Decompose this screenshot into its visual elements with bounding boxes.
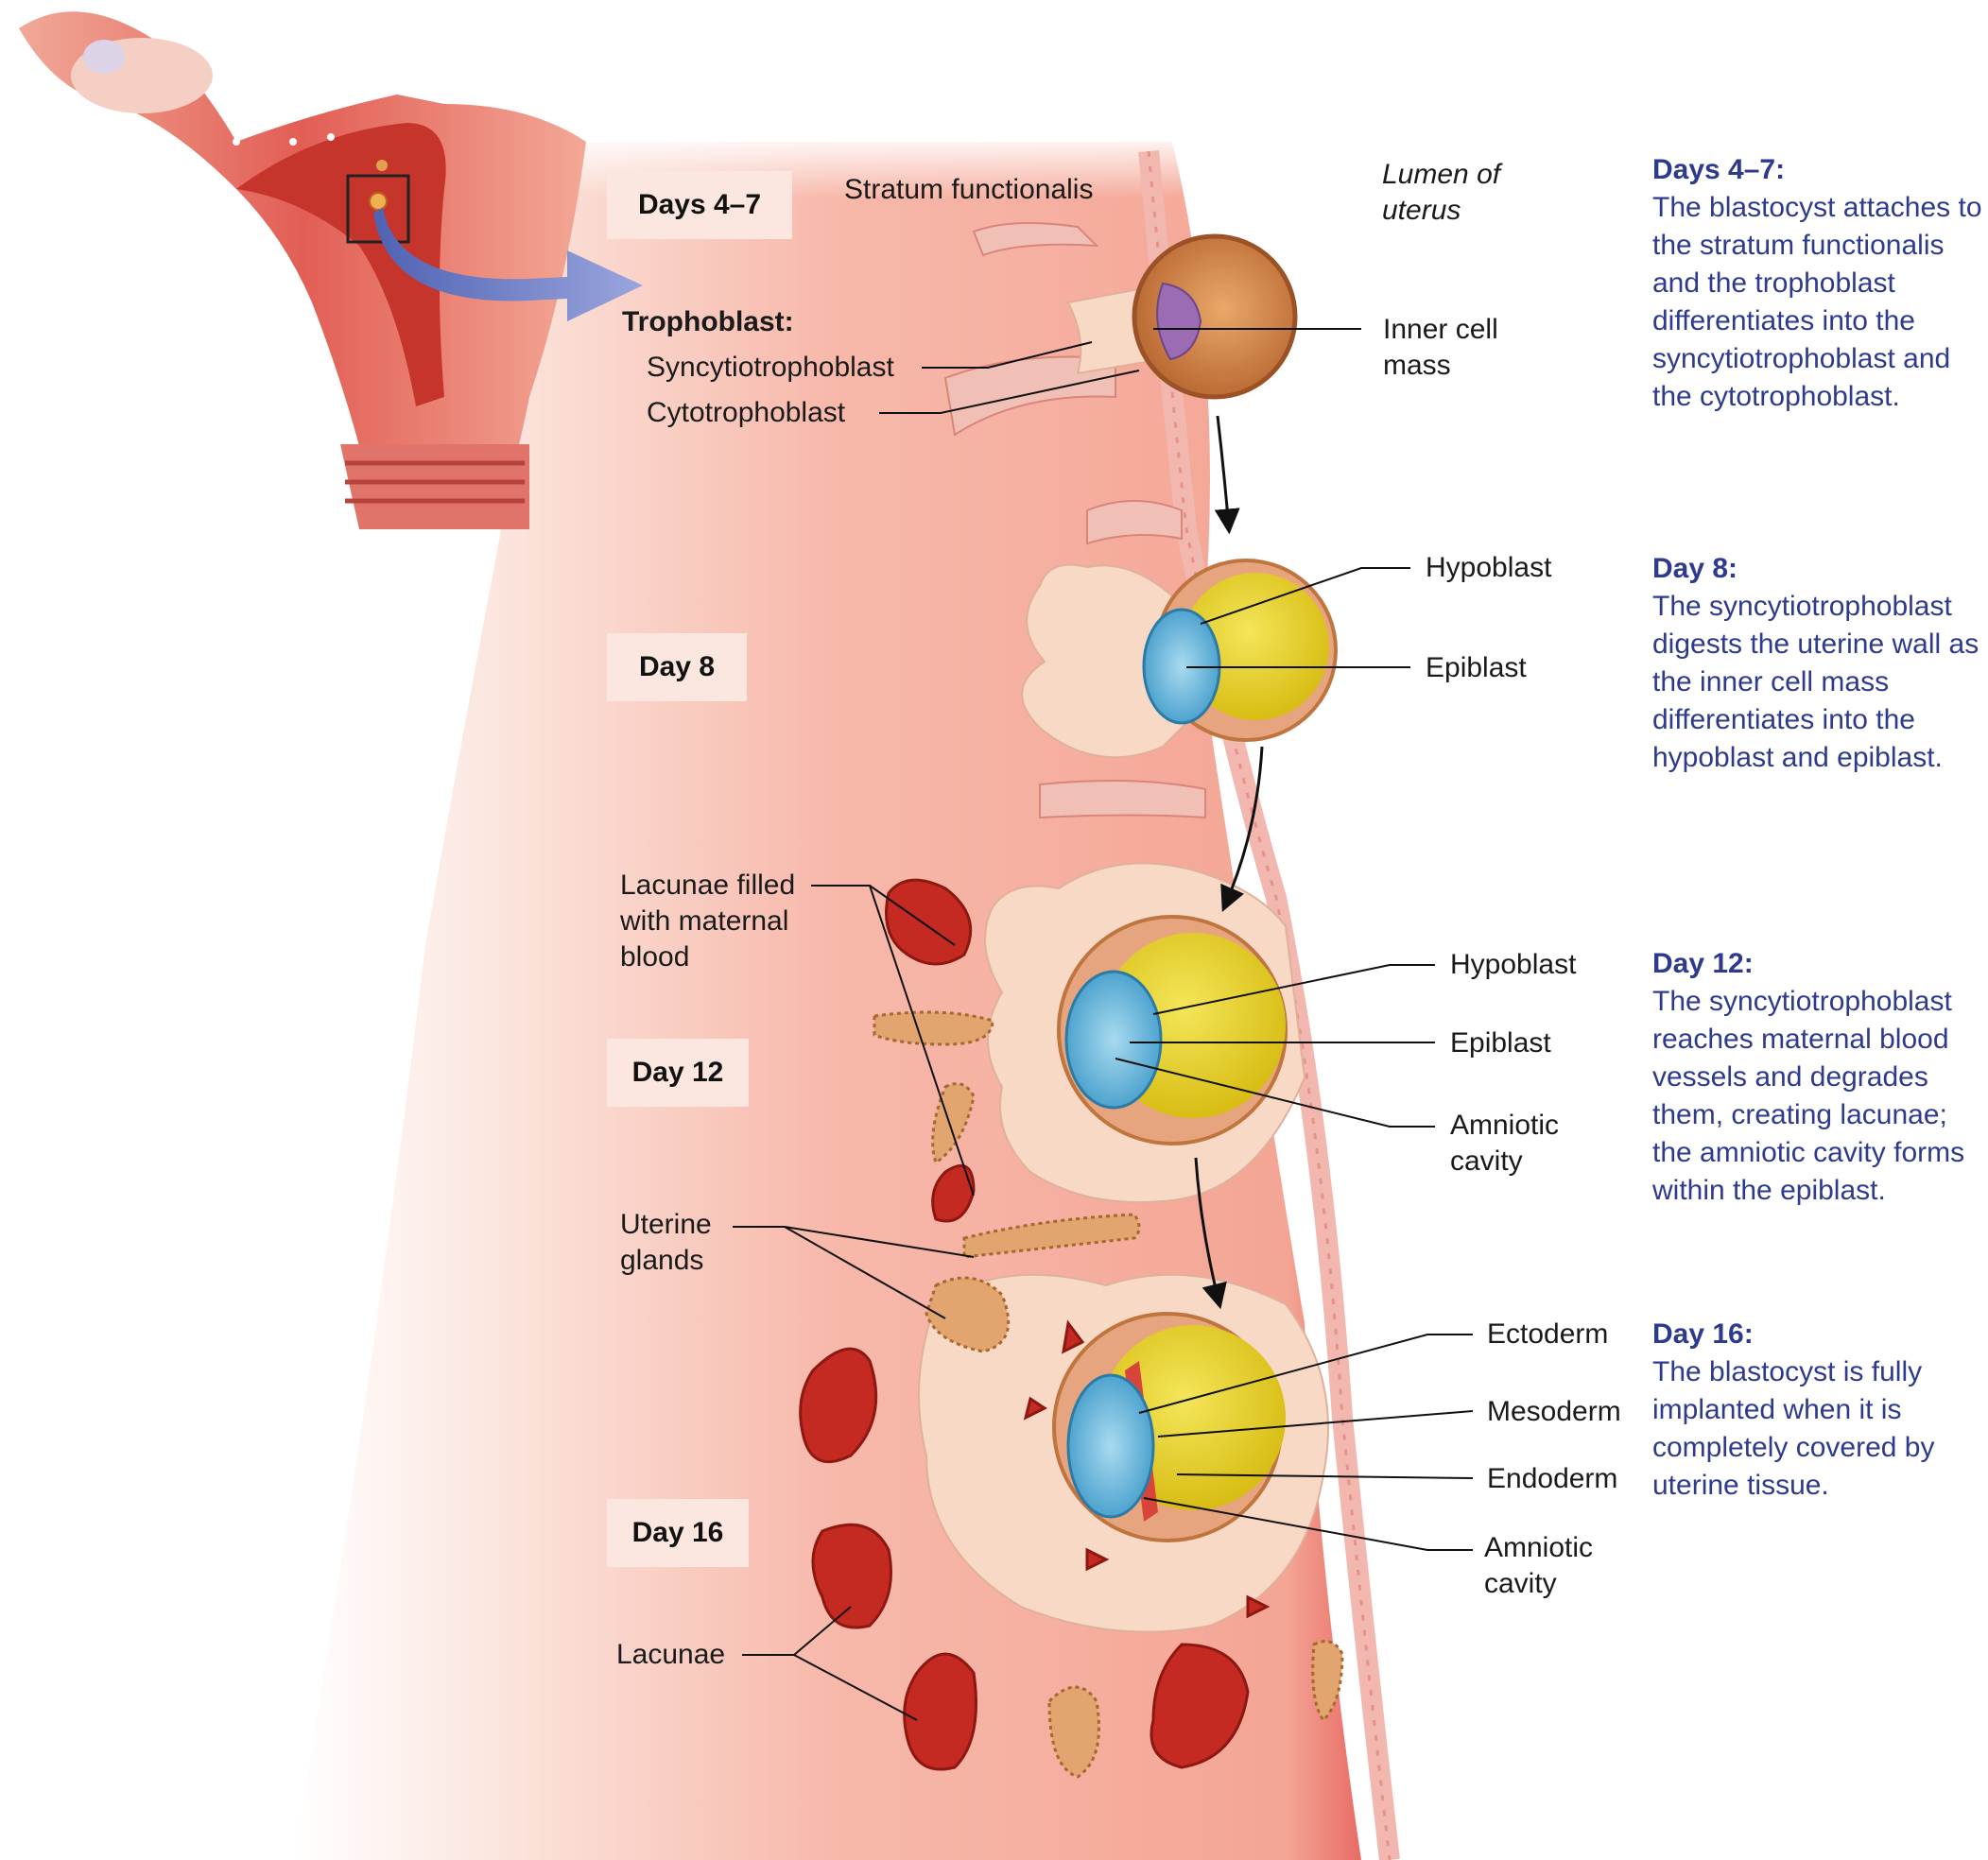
- label-lacunae-filled: Lacunae filled with maternal blood: [620, 870, 796, 973]
- description-body: The syncytiotrophoblast digests the uter…: [1652, 591, 1979, 773]
- label-trophoblast-heading: Trophoblast:: [622, 306, 794, 337]
- label-inner-cell-mass: Inner cell mass: [1383, 314, 1498, 381]
- label-cytotrophoblast: Cytotrophoblast: [647, 397, 846, 428]
- uterine-glands-tan: [873, 1010, 1344, 1779]
- description-heading: Day 12:: [1652, 948, 1754, 979]
- blood-lacunae: [799, 878, 1271, 1771]
- description-heading: Day 16:: [1652, 1318, 1754, 1350]
- label-day12-hypoblast: Hypoblast: [1450, 949, 1577, 980]
- zoom-arrow: [373, 208, 643, 321]
- embryo-day-12: [984, 862, 1306, 1203]
- label-lacunae: Lacunae: [616, 1639, 726, 1670]
- label-day8-epiblast: Epiblast: [1426, 652, 1527, 683]
- description-body: The blastocyst attaches to the stratum f…: [1652, 192, 1982, 412]
- uterine-gland-folds: [943, 222, 1206, 819]
- stage-arrows: [1194, 415, 1264, 1310]
- label-day12-epiblast: Epiblast: [1450, 1027, 1551, 1059]
- description-day-8: Day 8: The syncytiotrophoblast digests t…: [1652, 550, 1983, 777]
- label-day16-amniotic-cavity: Amniotic cavity: [1484, 1532, 1594, 1599]
- description-heading: Day 8:: [1652, 553, 1738, 584]
- label-stratum-functionalis: Stratum functionalis: [844, 174, 1094, 205]
- stage-box-day-12: Day 12: [607, 1039, 749, 1107]
- embryo-day-8: [1021, 559, 1338, 759]
- description-heading: Days 4–7:: [1652, 154, 1786, 185]
- label-mesoderm: Mesoderm: [1487, 1396, 1621, 1427]
- description-day-12: Day 12: The syncytiotrophoblast reaches …: [1652, 945, 1983, 1210]
- blastocyst-days-4-7: [1066, 233, 1298, 400]
- label-day12-amniotic-cavity: Amniotic cavity: [1450, 1110, 1560, 1177]
- stage-box-days-4-7: Days 4–7: [607, 171, 792, 239]
- label-lumen-of-uterus: Lumen of uterus: [1382, 159, 1501, 226]
- uterine-epithelium: [1138, 149, 1400, 1860]
- description-days-4-7: Days 4–7: The blastocyst attaches to the…: [1652, 151, 1983, 416]
- description-body: The blastocyst is fully implanted when i…: [1652, 1356, 1935, 1501]
- stage-box-day-8: Day 8: [607, 633, 747, 701]
- zoom-box: [346, 174, 410, 244]
- label-day8-hypoblast: Hypoblast: [1426, 552, 1552, 583]
- leader-lines: [733, 328, 1474, 1721]
- label-uterine-glands: Uterine glands: [620, 1209, 712, 1276]
- label-ectoderm: Ectoderm: [1487, 1318, 1609, 1350]
- embryo-day-16: [918, 1273, 1329, 1633]
- label-syncytiotrophoblast: Syncytiotrophoblast: [647, 352, 894, 383]
- description-body: The syncytiotrophoblast reaches maternal…: [1652, 986, 1965, 1206]
- label-endoderm: Endoderm: [1487, 1463, 1618, 1494]
- description-day-16: Day 16: The blastocyst is fully implante…: [1652, 1316, 1983, 1505]
- stage-box-day-16: Day 16: [607, 1499, 749, 1567]
- uterus-overview: [19, 11, 586, 529]
